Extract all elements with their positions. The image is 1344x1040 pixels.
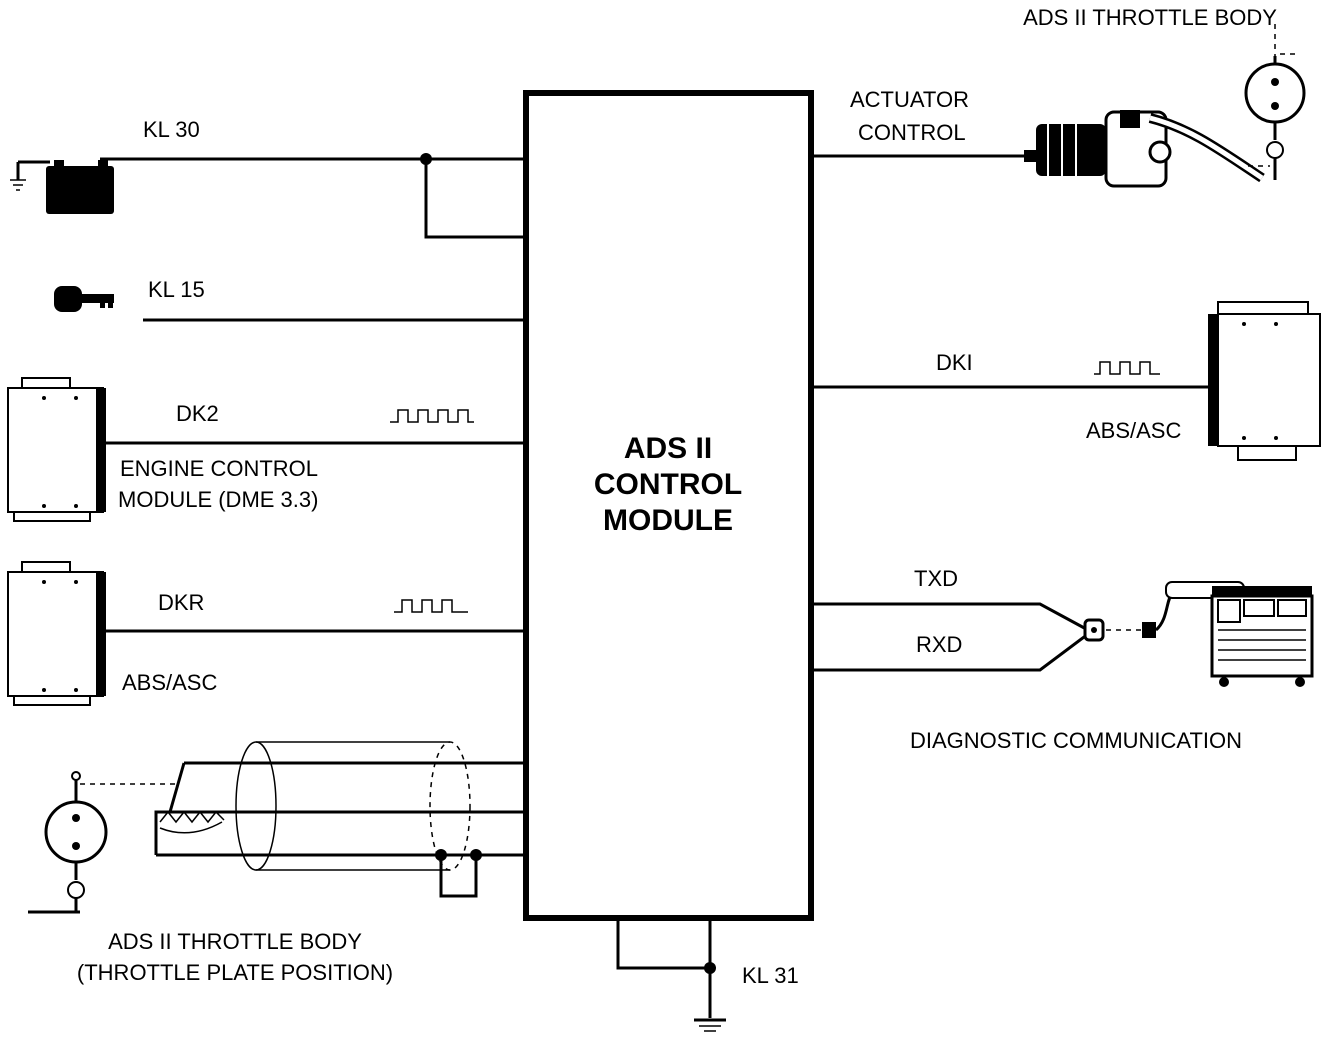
throttle-position-circuit: ADS II THROTTLE BODY (THROTTLE PLATE POS… [28, 741, 526, 985]
abs-asc-right-label: ABS/ASC [1086, 418, 1181, 443]
dk2-square-wave-icon [390, 409, 474, 423]
rxd-label: RXD [916, 632, 962, 657]
throttle-bottom-label-line1: ADS II THROTTLE BODY [108, 929, 362, 954]
module-title-line3: MODULE [603, 504, 733, 537]
actuator-label-line1: ACTUATOR [850, 87, 969, 112]
kl31-label: KL 31 [742, 963, 799, 988]
dki-circuit: DKI ABS/ASC [811, 301, 1321, 461]
abs-asc-module-left-icon [7, 561, 106, 706]
engine-control-module-icon [7, 377, 106, 522]
ground-icon [694, 1018, 726, 1032]
throttle-bottom-label-line2: (THROTTLE PLATE POSITION) [77, 960, 393, 985]
diagnostic-label: DIAGNOSTIC COMMUNICATION [910, 728, 1242, 753]
throttle-gauge-top-icon [1244, 24, 1306, 180]
dki-label: DKI [936, 350, 973, 375]
txd-label: TXD [914, 566, 958, 591]
dk2-label: DK2 [176, 401, 219, 426]
dk2-circuit: DK2 ENGINE CONTROL MODULE (DME 3.3) [7, 377, 526, 522]
module-title-line1: ADS II [624, 432, 712, 465]
ecm-label-line2: MODULE (DME 3.3) [118, 487, 318, 512]
dkr-label: DKR [158, 590, 204, 615]
ads-ii-control-module: ADS II CONTROL MODULE [523, 90, 814, 921]
dkr-square-wave-icon [394, 599, 468, 613]
battery-icon [46, 160, 114, 214]
abs-asc-module-right-icon [1208, 301, 1321, 461]
module-title-line2: CONTROL [594, 468, 742, 501]
ignition-key-icon [54, 286, 114, 312]
kl15-label: KL 15 [148, 277, 205, 302]
ground-icon [10, 160, 50, 191]
ecm-label-line1: ENGINE CONTROL [120, 456, 318, 481]
throttle-gauge-bottom-icon [28, 771, 176, 914]
dki-square-wave-icon [1094, 361, 1160, 375]
kl15-circuit: KL 15 [54, 277, 526, 322]
actuator-label-line2: CONTROL [858, 120, 966, 145]
diagnostic-tester-icon [1165, 581, 1314, 687]
throttle-top-label: ADS II THROTTLE BODY [1023, 5, 1277, 30]
diagnostic-connector-icon [1083, 592, 1174, 642]
dkr-circuit: DKR ABS/ASC [7, 561, 526, 706]
potentiometer-icon [154, 762, 225, 855]
kl30-circuit: KL 30 [10, 117, 526, 239]
abs-asc-left-label: ABS/ASC [122, 670, 217, 695]
throttle-actuator-icon [1024, 110, 1265, 188]
actuator-circuit: ACTUATOR CONTROL ADS II THROTTLE [811, 5, 1306, 188]
shield-icon [235, 741, 471, 871]
kl31-circuit: KL 31 [616, 918, 799, 1032]
kl30-label: KL 30 [143, 117, 200, 142]
diagnostic-circuit: TXD RXD DIAGNOSTIC COMMUNICATION [811, 566, 1314, 753]
